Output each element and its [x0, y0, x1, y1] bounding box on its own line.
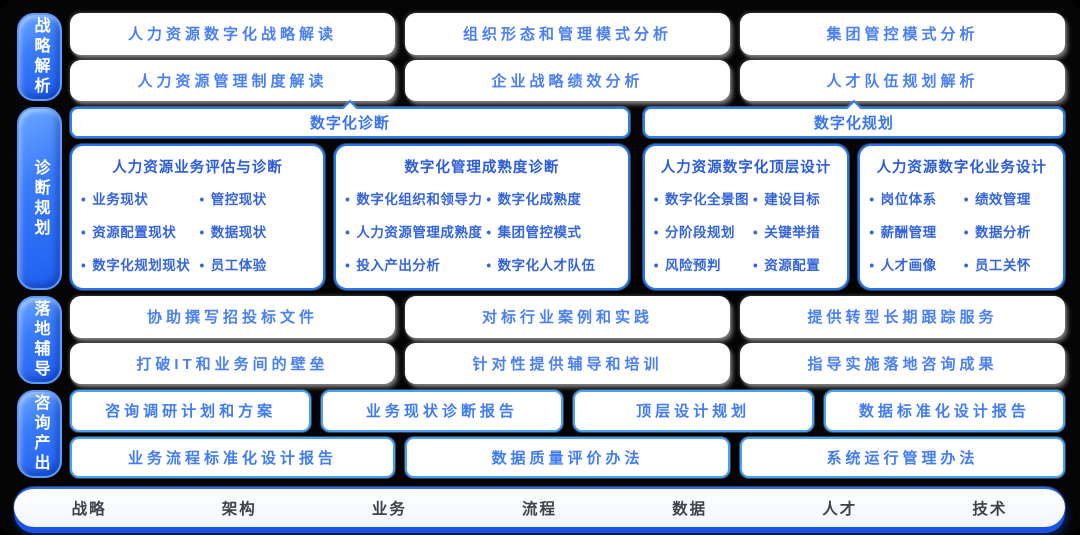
card4-bullets-col2: 绩效管理 数据分析 员工关怀 [964, 181, 1054, 280]
bullet-item: 人才画像 [869, 254, 959, 274]
card3-bullets-col1: 数字化全景图 分阶段规划 风险预判 [654, 181, 749, 280]
bullet-item: 分阶段规划 [654, 221, 749, 241]
bullet-item: 员工关怀 [964, 254, 1054, 274]
box-hr-management-system-interpretation: 人力资源管理制度解读 [70, 59, 395, 101]
footer-dimensions-bar: 战略 架构 业务 流程 数据 人才 技术 [14, 487, 1065, 527]
box-data-standardization-design-report: 数据标准化设计报告 [823, 390, 1065, 432]
bullet-item: 业务现状 [81, 188, 196, 208]
box-talent-team-planning-analysis: 人才队伍规划解析 [740, 59, 1065, 101]
bullet-item: 数据分析 [964, 221, 1054, 241]
bullet-item: 数字化全景图 [654, 188, 749, 208]
strategy-row-2: 人力资源管理制度解读 企业战略绩效分析 人才队伍规划解析 [70, 59, 1065, 101]
bullet-item: 数字化组织和领导力 [345, 188, 482, 208]
section-label-implementation-coaching: 落地辅导 [17, 296, 62, 384]
card-digital-management-maturity-diagnosis: 数字化管理成熟度诊断 数字化组织和领导力 人力资源管理成熟度 投入产出分析 数字… [334, 144, 630, 290]
bullet-item: 建设目标 [753, 188, 838, 208]
header-digital-planning: 数字化规划 [642, 99, 1065, 138]
header-digital-planning-label: 数字化规划 [813, 115, 894, 132]
footer-item-process: 流程 [521, 501, 557, 518]
consulting-output-content: 咨询调研计划和方案 业务现状诊断报告 顶层设计规划 数据标准化设计报告 业务流程… [70, 390, 1065, 478]
bullet-item: 管控现状 [200, 188, 315, 208]
footer-item-data: 数据 [672, 501, 708, 518]
footer-item-strategy: 战略 [71, 501, 107, 518]
implementation-coaching-content: 协助撰写招投标文件 对标行业案例和实践 提供转型长期跟踪服务 打破IT和业务间的… [70, 296, 1065, 384]
footer-item-technology: 技术 [972, 501, 1008, 518]
diagnosis-cards: 人力资源业务评估与诊断 业务现状 资源配置现状 数字化规划现状 管控现状 数据现… [70, 144, 630, 290]
section-label-strategy-analysis: 战略解析 [17, 13, 62, 101]
bullet-item: 员工体验 [200, 254, 315, 274]
box-business-process-standardization-report: 业务流程标准化设计报告 [70, 436, 395, 478]
card1-bullets-col1: 业务现状 资源配置现状 数字化规划现状 [81, 181, 196, 280]
output-row-2: 业务流程标准化设计报告 数据质量评价办法 系统运行管理办法 [70, 436, 1065, 478]
bullet-item: 绩效管理 [964, 188, 1054, 208]
card1-bullets-col2: 管控现状 数据现状 员工体验 [200, 181, 315, 280]
bullet-item: 人力资源管理成熟度 [345, 221, 482, 241]
bullet-item: 资源配置 [753, 254, 838, 274]
coaching-row-1: 协助撰写招投标文件 对标行业案例和实践 提供转型长期跟踪服务 [70, 296, 1065, 338]
bullet-item: 薪酬管理 [869, 221, 959, 241]
footer-item-architecture: 架构 [221, 501, 257, 518]
card-hr-digital-business-design: 人力资源数字化业务设计 岗位体系 薪酬管理 人才画像 绩效管理 数据分析 员工关… [858, 144, 1066, 290]
bullet-item: 数字化人才队伍 [486, 254, 618, 274]
section-label-diagnosis-planning: 诊断规划 [17, 107, 62, 290]
bullet-item: 风险预判 [654, 254, 749, 274]
box-top-level-design-plan: 顶层设计规划 [572, 390, 814, 432]
bullet-item: 数字化规划现状 [81, 254, 196, 274]
diagnosis-planning-content: 数字化诊断 人力资源业务评估与诊断 业务现状 资源配置现状 数字化规划现状 [70, 99, 1066, 290]
box-enterprise-strategy-performance-analysis: 企业战略绩效分析 [405, 59, 730, 101]
strategy-row-1: 人力资源数字化战略解读 组织形态和管理模式分析 集团管控模式分析 [70, 13, 1065, 55]
box-org-form-management-model-analysis: 组织形态和管理模式分析 [405, 13, 730, 55]
output-row-1: 咨询调研计划和方案 业务现状诊断报告 顶层设计规划 数据标准化设计报告 [70, 390, 1065, 432]
box-benchmark-industry-cases: 对标行业案例和实践 [405, 296, 730, 338]
section-strategy-analysis: 战略解析 人力资源数字化战略解读 组织形态和管理模式分析 集团管控模式分析 人力… [17, 13, 1065, 101]
header-digital-diagnosis-label: 数字化诊断 [309, 115, 390, 132]
box-guide-implementation-results: 指导实施落地咨询成果 [740, 342, 1065, 384]
box-business-status-diagnosis-report: 业务现状诊断报告 [321, 390, 563, 432]
strategy-analysis-content: 人力资源数字化战略解读 组织形态和管理模式分析 集团管控模式分析 人力资源管理制… [70, 13, 1065, 101]
bullet-item: 投入产出分析 [345, 254, 482, 274]
box-data-quality-evaluation-method: 数据质量评价办法 [405, 436, 730, 478]
box-long-term-tracking-service: 提供转型长期跟踪服务 [740, 296, 1065, 338]
card2-bullets-col1: 数字化组织和领导力 人力资源管理成熟度 投入产出分析 [345, 181, 482, 280]
digital-planning-column: 数字化规划 人力资源数字化顶层设计 数字化全景图 分阶段规划 风险预判 建 [642, 99, 1066, 290]
bullet-item: 关键举措 [753, 221, 838, 241]
box-break-it-business-barriers: 打破IT和业务间的壁垒 [70, 342, 395, 384]
card4-bullets-col1: 岗位体系 薪酬管理 人才画像 [869, 181, 959, 280]
card-hr-digital-top-level-design: 人力资源数字化顶层设计 数字化全景图 分阶段规划 风险预判 建设目标 关键举措 … [642, 144, 850, 290]
bullet-item: 岗位体系 [869, 188, 959, 208]
section-diagnosis-planning: 诊断规划 数字化诊断 人力资源业务评估与诊断 业务现状 资源配置现状 数字化规划 [17, 99, 1066, 290]
box-system-operation-management-method: 系统运行管理办法 [740, 436, 1065, 478]
card3-bullets-col2: 建设目标 关键举措 资源配置 [753, 181, 838, 280]
box-assist-bidding-documents: 协助撰写招投标文件 [70, 296, 395, 338]
section-implementation-coaching: 落地辅导 协助撰写招投标文件 对标行业案例和实践 提供转型长期跟踪服务 打破IT… [17, 296, 1065, 384]
bullet-item: 集团管控模式 [486, 221, 618, 241]
box-consulting-research-plan: 咨询调研计划和方案 [70, 390, 312, 432]
planning-cards: 人力资源数字化顶层设计 数字化全景图 分阶段规划 风险预判 建设目标 关键举措 … [642, 144, 1066, 290]
footer-item-business: 业务 [371, 501, 407, 518]
header-digital-diagnosis: 数字化诊断 [70, 99, 630, 138]
box-hr-digital-strategy-interpretation: 人力资源数字化战略解读 [70, 13, 395, 55]
card2-bullets-col2: 数字化成熟度 集团管控模式 数字化人才队伍 [486, 181, 618, 280]
bullet-item: 数据现状 [200, 221, 315, 241]
box-targeted-coaching-training: 针对性提供辅导和培训 [405, 342, 730, 384]
coaching-row-2: 打破IT和业务间的壁垒 针对性提供辅导和培训 指导实施落地咨询成果 [70, 342, 1065, 384]
box-group-control-model-analysis: 集团管控模式分析 [740, 13, 1065, 55]
bullet-item: 数字化成熟度 [486, 188, 618, 208]
digital-diagnosis-column: 数字化诊断 人力资源业务评估与诊断 业务现状 资源配置现状 数字化规划现状 [70, 99, 630, 290]
section-label-consulting-output: 咨询产出 [17, 390, 62, 478]
section-consulting-output: 咨询产出 咨询调研计划和方案 业务现状诊断报告 顶层设计规划 数据标准化设计报告… [17, 390, 1065, 478]
footer-item-talent: 人才 [822, 501, 858, 518]
card-hr-business-evaluation-diagnosis: 人力资源业务评估与诊断 业务现状 资源配置现状 数字化规划现状 管控现状 数据现… [70, 144, 326, 290]
bullet-item: 资源配置现状 [81, 221, 196, 241]
